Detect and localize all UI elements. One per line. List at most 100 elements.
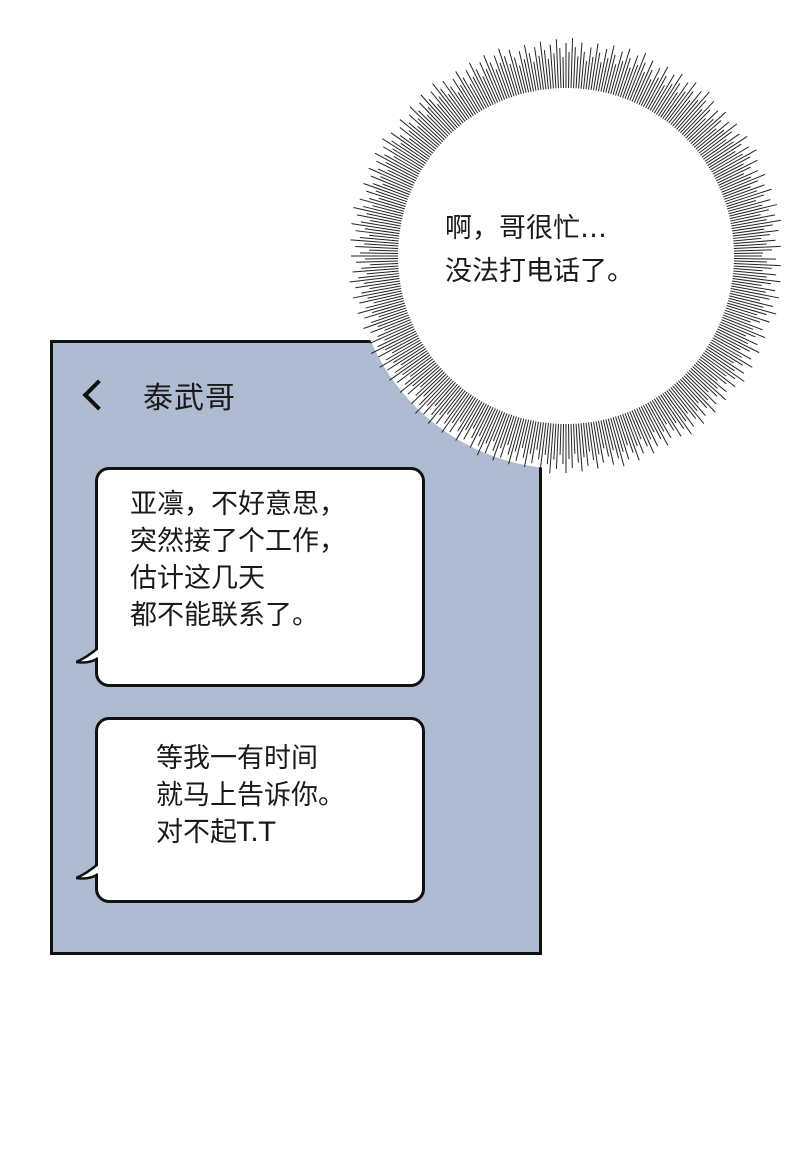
burst-spike bbox=[721, 174, 766, 193]
burst-spike bbox=[570, 423, 573, 468]
burst-spike bbox=[605, 419, 614, 451]
burst-spike bbox=[399, 362, 437, 393]
burst-spike bbox=[549, 423, 554, 474]
message-bubble: 等我一有时间 就马上告诉你。 对不起T.T bbox=[76, 717, 425, 903]
burst-spike bbox=[534, 47, 542, 90]
burst-spike bbox=[519, 65, 527, 93]
burst-spike bbox=[595, 421, 604, 463]
burst-spike bbox=[483, 55, 503, 101]
burst-spike bbox=[685, 373, 717, 405]
burst-spike bbox=[695, 121, 730, 150]
burst-spike bbox=[585, 47, 592, 90]
burst-spike bbox=[697, 129, 725, 152]
burst-spike bbox=[729, 292, 761, 301]
burst-spike bbox=[391, 337, 420, 354]
burst-spike bbox=[559, 423, 562, 455]
burst-spike bbox=[539, 41, 547, 90]
burst-spike bbox=[732, 278, 772, 285]
burst-spike bbox=[672, 385, 705, 424]
burst-spike bbox=[384, 319, 411, 331]
burst-spike bbox=[452, 78, 476, 115]
burst-spike bbox=[492, 412, 506, 442]
burst-spike bbox=[664, 91, 686, 121]
burst-spike bbox=[414, 377, 451, 414]
burst-spike bbox=[624, 413, 638, 447]
burst-spike bbox=[640, 67, 661, 106]
burst-spike bbox=[448, 93, 468, 121]
burst-spike bbox=[446, 390, 466, 415]
burst-spike bbox=[664, 391, 687, 422]
message-line: 估计这几天 bbox=[130, 563, 265, 594]
burst-spike bbox=[376, 160, 416, 182]
burst-spike bbox=[717, 328, 749, 345]
burst-spike bbox=[712, 149, 757, 175]
burst-spike bbox=[369, 234, 399, 239]
burst-spike bbox=[359, 292, 403, 304]
burst-spike bbox=[723, 184, 765, 200]
burst-spike bbox=[380, 176, 412, 191]
burst-spike bbox=[658, 395, 677, 424]
burst-spike bbox=[509, 63, 520, 95]
burst-spike bbox=[724, 190, 758, 203]
burst-spike bbox=[666, 82, 697, 122]
burst-spike bbox=[642, 404, 662, 440]
burst-spike bbox=[612, 417, 624, 452]
burst-spike bbox=[681, 100, 715, 135]
speech-text: 啊，哥很忙… 没法打电话了。 bbox=[445, 207, 634, 293]
burst-spike bbox=[402, 354, 431, 376]
burst-spike bbox=[720, 321, 756, 338]
burst-spike bbox=[515, 419, 527, 462]
burst-spike bbox=[472, 403, 487, 429]
burst-spike bbox=[441, 393, 470, 433]
burst-spike bbox=[372, 183, 409, 198]
burst-spike bbox=[679, 109, 703, 134]
burst-spike bbox=[427, 385, 460, 424]
burst-spike bbox=[690, 368, 727, 401]
burst-spike bbox=[595, 62, 602, 91]
burst-spike bbox=[593, 52, 601, 91]
burst-spike bbox=[672, 91, 702, 127]
burst-spike bbox=[399, 127, 434, 154]
burst-spike bbox=[499, 414, 513, 449]
burst-spike bbox=[688, 118, 714, 143]
burst-spike bbox=[379, 341, 423, 368]
burst-spike bbox=[617, 415, 628, 446]
burst-spike bbox=[728, 204, 763, 215]
burst-spike bbox=[518, 51, 530, 93]
burst-spike bbox=[369, 283, 401, 290]
burst-spike bbox=[600, 420, 610, 457]
burst-spike bbox=[720, 176, 752, 191]
burst-spike bbox=[423, 380, 454, 415]
burst-spike bbox=[356, 214, 402, 225]
burst-spike bbox=[372, 205, 404, 215]
burst-spike bbox=[719, 170, 759, 189]
burst-spike bbox=[624, 64, 639, 99]
burst-spike bbox=[449, 395, 474, 433]
burst-spike bbox=[559, 48, 562, 89]
burst-spike bbox=[732, 280, 762, 287]
burst-spike bbox=[435, 388, 464, 425]
burst-spike bbox=[730, 287, 780, 299]
burst-spike bbox=[717, 166, 751, 184]
burst-spike bbox=[399, 135, 431, 158]
burst-spike bbox=[693, 128, 717, 148]
burst-spike bbox=[656, 73, 683, 115]
burst-spike bbox=[733, 237, 762, 242]
burst-spike bbox=[503, 56, 517, 96]
burst-spike bbox=[562, 423, 564, 464]
burst-spike bbox=[369, 198, 405, 210]
burst-spike bbox=[714, 332, 750, 352]
burst-spike bbox=[704, 350, 735, 372]
burst-spike bbox=[629, 411, 642, 440]
burst-spike bbox=[455, 71, 481, 113]
burst-spike bbox=[607, 418, 620, 459]
burst-spike bbox=[400, 142, 428, 162]
burst-spike bbox=[727, 300, 777, 315]
burst-spike bbox=[523, 44, 535, 92]
burst-spike bbox=[384, 326, 414, 341]
burst-spike bbox=[420, 94, 454, 132]
burst-spike bbox=[588, 56, 594, 90]
burst-spike bbox=[495, 69, 508, 99]
burst-spike bbox=[465, 69, 487, 109]
burst-spike bbox=[427, 106, 453, 134]
